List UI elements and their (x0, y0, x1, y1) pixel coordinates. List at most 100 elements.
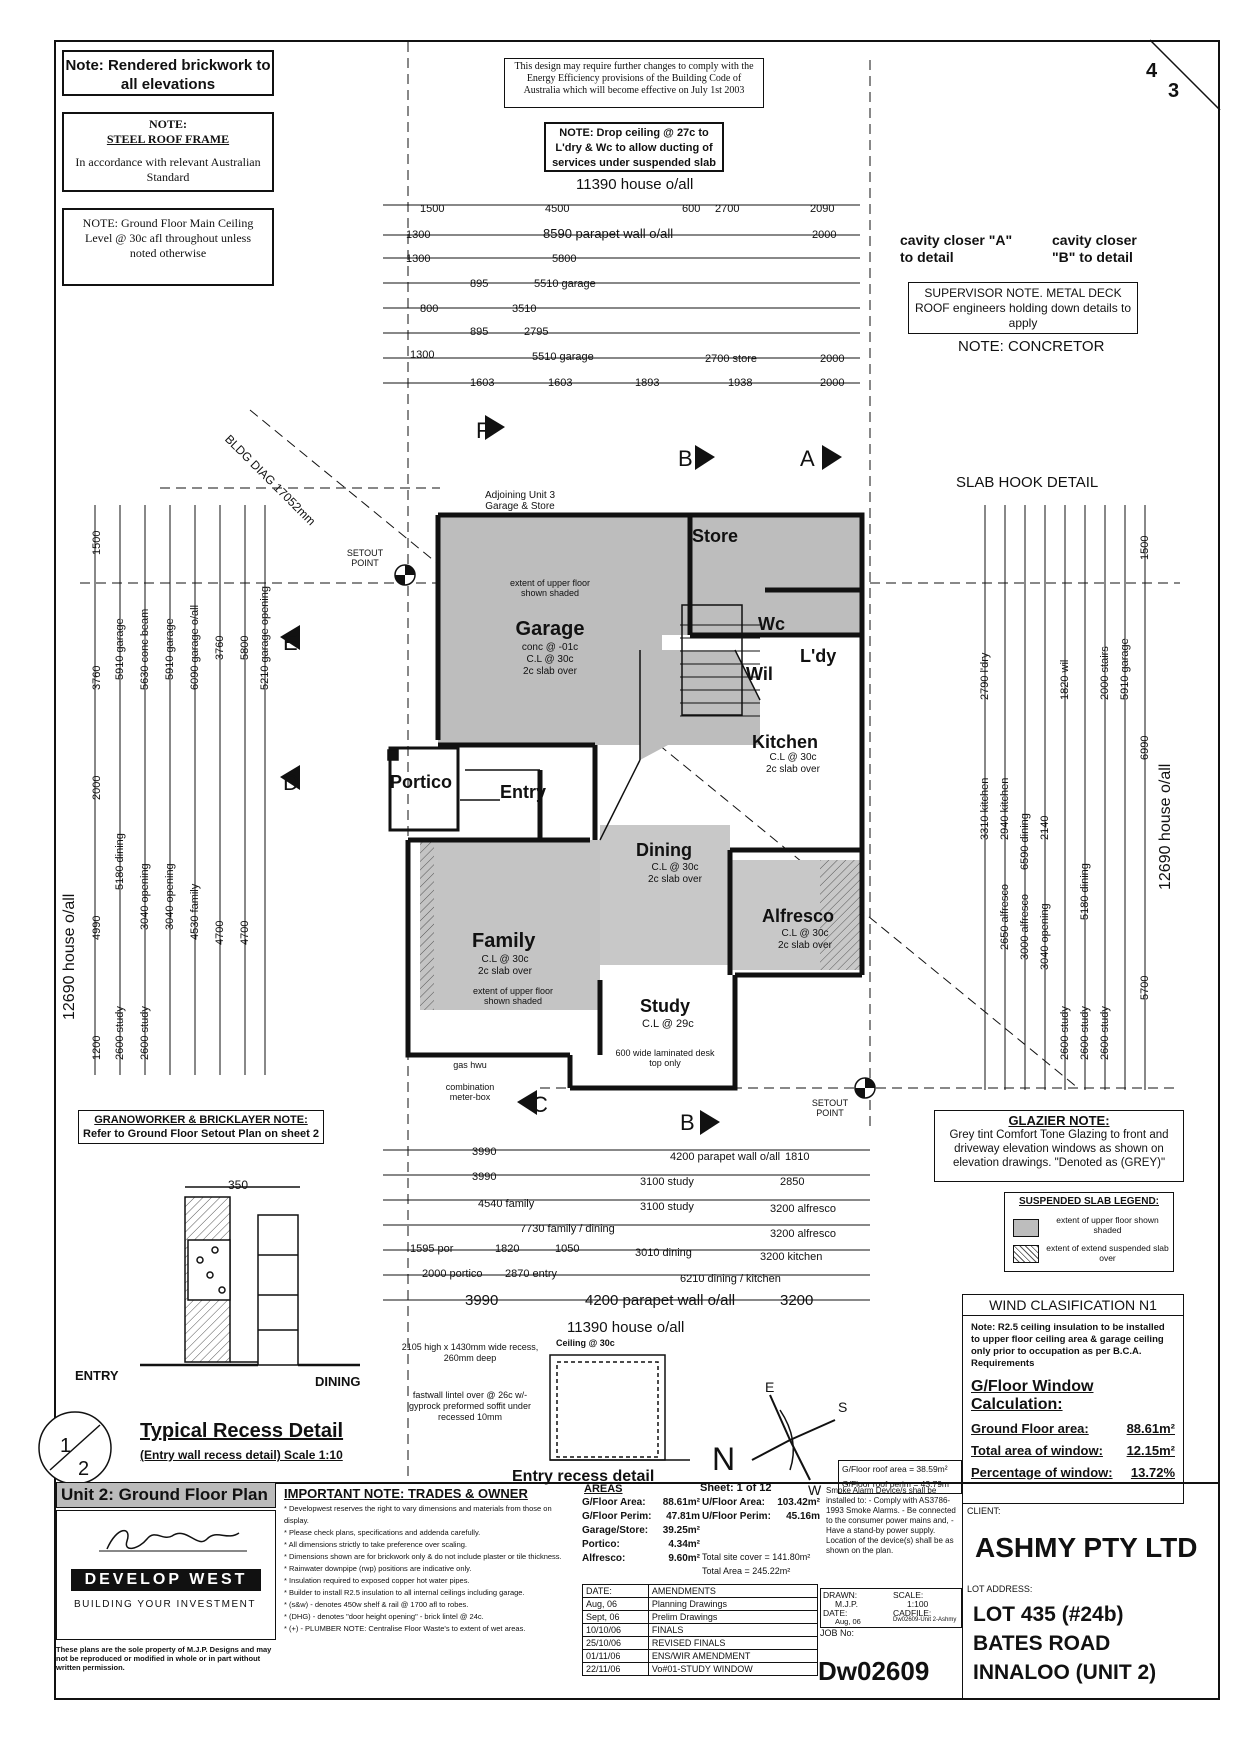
room-laundry: L'dy (800, 646, 837, 666)
amend-text: FINALS (647, 1623, 819, 1637)
corner-number-bottom: 3 (1168, 80, 1180, 102)
label-dims-bottom_oa: 11390 house o/all (567, 1319, 684, 1336)
cad-label: CADFILE: (893, 1608, 932, 1618)
important-title: IMPORTANT NOTE: TRADES & OWNER (284, 1486, 528, 1501)
area-value: 88.61m² (662, 1497, 700, 1508)
study-cl: C.L @ 29c (642, 1018, 694, 1030)
lot-label: LOT ADDRESS: (967, 1584, 1033, 1594)
lot-line: BATES ROAD (973, 1632, 1111, 1655)
area-label: G/Floor Perim: (582, 1511, 652, 1522)
svg-text:3040 opening: 3040 opening (164, 863, 176, 930)
label-dims-d3200: 3200 (780, 1292, 813, 1309)
recess-title: Typical Recess Detail (140, 1420, 344, 1442)
svg-text:3200 alfresco: 3200 alfresco (770, 1203, 836, 1215)
svg-text:4530 family: 4530 family (189, 883, 201, 940)
top-overall-dim: 11390 house o/all (576, 176, 694, 193)
job-number: Dw02609 (818, 1656, 930, 1686)
grano-note-title: GRANOWORKER & BRICKLAYER NOTE: (94, 1114, 308, 1126)
date-label: DATE: (823, 1608, 848, 1618)
important-line: * (DHG) - denotes "door height opening" … (284, 1612, 484, 1621)
date-value: Aug, 06 (835, 1617, 861, 1626)
corner-number-top: 4 (1146, 60, 1158, 82)
meter-box: combination meter-box (445, 1082, 495, 1102)
area-row: Garage/Store:39.25m² (582, 1524, 700, 1538)
label-compass-s: S (838, 1399, 847, 1415)
important-line: * Dimensions shown are for brickwork onl… (284, 1552, 562, 1561)
parapet-dim: 8590 parapet wall o/all (543, 226, 674, 241)
svg-text:3040 opening: 3040 opening (1039, 903, 1051, 970)
property-note: These plans are the sole property of M.J… (56, 1645, 272, 1672)
sheet-border (54, 40, 1220, 1700)
window-calc-value: 13.72% (1130, 1465, 1175, 1480)
legend-shaded-label: extent of upper floor shown shaded (1056, 1215, 1159, 1235)
areas-title: AREAS (584, 1483, 623, 1495)
company-logo-panel: DEVELOP WEST BUILDING YOUR INVESTMENT (56, 1510, 276, 1640)
amend-date: 01/11/06 (582, 1649, 649, 1663)
svg-text:6090 garage o/all: 6090 garage o/all (189, 605, 201, 690)
area-value: 39.25m² (662, 1525, 700, 1536)
job-label: JOB No: (820, 1628, 855, 1638)
window-calc-label: Total area of window: (971, 1443, 1103, 1458)
wind-window-box: WIND CLASIFICATION N1 Note: R2.5 ceiling… (962, 1294, 1184, 1504)
svg-text:4700: 4700 (214, 921, 226, 945)
fastwall-note: fastwall lintel over @ 26c w/- gyprock p… (409, 1390, 531, 1422)
svg-text:2940 kitchen: 2940 kitchen (999, 778, 1011, 840)
svg-text:5800: 5800 (239, 636, 251, 660)
svg-text:3100 study: 3100 study (640, 1176, 694, 1188)
label-sections-e: E (283, 630, 298, 655)
svg-text:5700: 5700 (1139, 976, 1151, 1000)
setout-points (394, 564, 876, 1099)
svg-text:3760: 3760 (91, 666, 103, 690)
insulation-note: Note: R2.5 ceiling insulation to be inst… (971, 1322, 1165, 1369)
amend-date: Aug, 06 (582, 1597, 649, 1611)
recess-subtitle: (Entry wall recess detail) Scale 1:10 (140, 1448, 343, 1462)
svg-text:2700 store: 2700 store (705, 353, 757, 365)
grano-note: GRANOWORKER & BRICKLAYER NOTE: Refer to … (78, 1110, 324, 1144)
recess-detail-drawing (140, 1186, 360, 1367)
legend-title: SUSPENDED SLAB LEGEND: (1018, 1196, 1159, 1207)
svg-text:2000: 2000 (91, 776, 103, 800)
svg-text:5800: 5800 (552, 253, 576, 265)
svg-text:3200 kitchen: 3200 kitchen (760, 1251, 822, 1263)
svg-text:5510 garage: 5510 garage (532, 351, 594, 363)
important-line: * Builder to install R2.5 insulation to … (284, 1588, 525, 1597)
room-wil: Wil (746, 664, 773, 684)
svg-text:5180 dining: 5180 dining (114, 833, 126, 890)
svg-text:3760: 3760 (214, 636, 226, 660)
entry-recess-size: 2105 high x 1430mm wide recess, 260mm de… (401, 1342, 539, 1363)
room-garage: Garage (515, 618, 585, 640)
steel-note-body: In accordance with relevant Australian S… (75, 155, 261, 184)
amend-text: Vo#01-STUDY WINDOW (647, 1662, 819, 1676)
svg-text:3510: 3510 (512, 303, 536, 315)
svg-text:2790 l'dry: 2790 l'dry (979, 652, 991, 700)
area-row: G/Floor Perim:47.81m (582, 1510, 700, 1524)
svg-text:2000 portico: 2000 portico (422, 1268, 483, 1280)
concretor-note: NOTE: CONCRETOR (958, 338, 1105, 355)
svg-text:5210 garage opening: 5210 garage opening (259, 586, 271, 690)
right-dimension-values: 1500 6990 5700 5910 garage 2000 stairs 1… (979, 536, 1151, 1060)
slab-hook-title: SLAB HOOK DETAIL (956, 474, 1099, 491)
svg-text:2000: 2000 (820, 377, 844, 389)
area-label: U/Floor Perim: (702, 1511, 771, 1522)
svg-text:1300: 1300 (410, 349, 434, 361)
important-line: * Developwest reserves the right to vary… (284, 1504, 552, 1525)
sheet-indicator (38, 1411, 112, 1485)
svg-text:1603: 1603 (470, 377, 494, 389)
recess-entry-label: ENTRY (75, 1368, 119, 1383)
grano-note-sub: Refer to Ground Floor Setout Plan on she… (83, 1128, 319, 1140)
important-lines: * Developwest reserves the right to vary… (284, 1503, 574, 1635)
dining-shade (600, 825, 730, 965)
svg-text:6210 dining / kitchen: 6210 dining / kitchen (680, 1273, 781, 1285)
room-portico: Portico (390, 772, 453, 792)
lot-line: LOT 435 (#24b) (973, 1603, 1124, 1626)
roof-perim: G/Floor roof perim = 43.79m (842, 1479, 950, 1489)
important-line: * All dimensions strictly to take prefer… (284, 1540, 467, 1549)
